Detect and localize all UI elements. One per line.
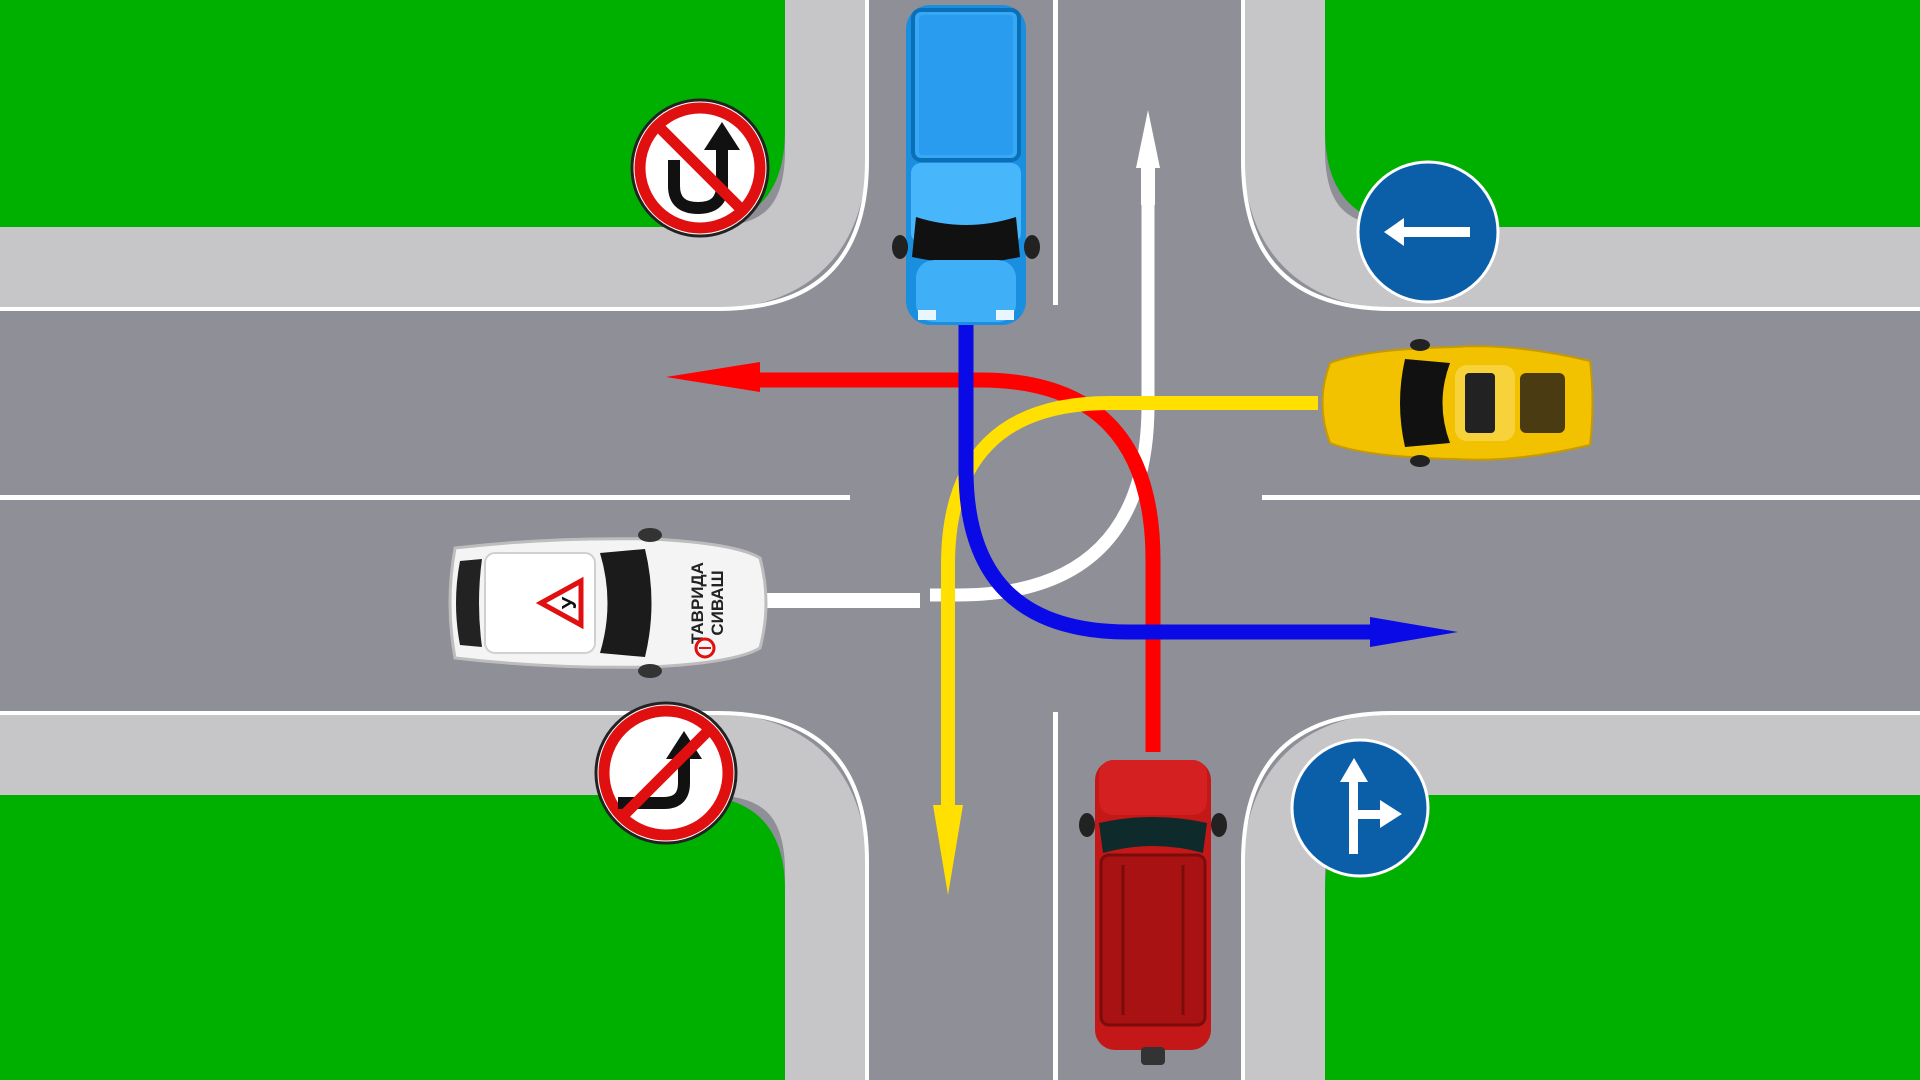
learner-triangle-sign: У — [535, 576, 584, 630]
grass-bottom-right — [1325, 795, 1920, 1080]
left-arrow-icon — [1384, 218, 1470, 246]
curb-top-right — [1241, 0, 1920, 311]
curb-bottom-right — [1241, 711, 1920, 1080]
path-blue — [958, 325, 1458, 647]
path-red — [666, 362, 1161, 752]
car-blue-pickup — [892, 5, 1040, 325]
sign-left-only — [1356, 160, 1500, 304]
curb-bottom-left — [0, 711, 869, 1080]
school-logo-icon — [694, 637, 716, 659]
school-name-line1: ТАВРИДА — [688, 562, 707, 644]
sign-no-u-turn — [630, 98, 770, 238]
centerline-south — [1053, 712, 1058, 1080]
school-name-line2: СИВАШ — [708, 570, 727, 635]
straight-or-right-icon — [1340, 758, 1402, 854]
sign-no-right-turn — [594, 701, 738, 845]
car-red-suv — [1079, 760, 1227, 1065]
car-yellow-sports — [1321, 339, 1594, 467]
grass-top-left — [0, 0, 785, 227]
sidewalk-top-left — [0, 0, 867, 309]
car-white-school: У ТАВРИДА СИВАШ — [448, 528, 768, 678]
centerline-north — [1053, 0, 1058, 305]
path-yellow — [933, 396, 1318, 895]
grass-top-right — [1325, 0, 1920, 227]
white-guide-arrow — [930, 110, 1160, 602]
centerline-east — [1262, 495, 1920, 500]
stop-line-west — [760, 593, 920, 608]
sign-straight-or-right — [1290, 738, 1430, 878]
centerline-west — [0, 495, 850, 500]
grass-bottom-left — [0, 795, 785, 1080]
curb-top-left — [0, 0, 869, 311]
learner-sign-letter: У — [559, 596, 581, 609]
